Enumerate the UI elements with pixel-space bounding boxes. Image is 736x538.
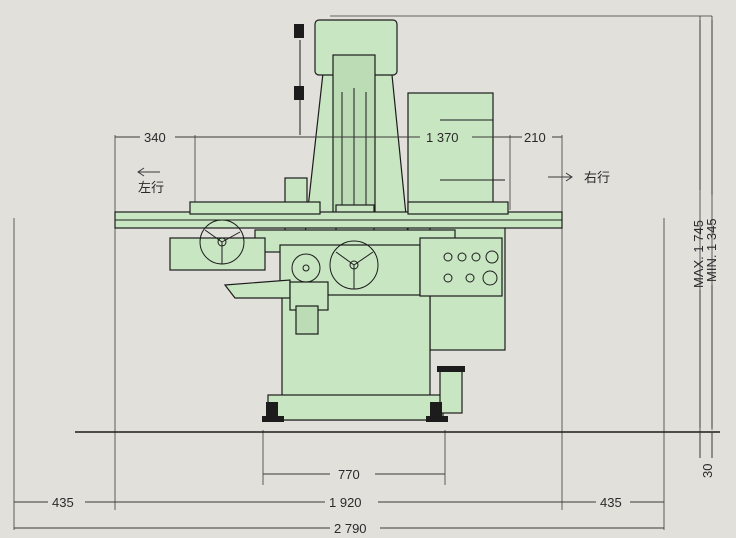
dim-left-stroke: 340 xyxy=(144,130,166,145)
machine-illustration xyxy=(114,19,563,422)
saddle-handwheel-icon xyxy=(291,253,321,283)
left-foot xyxy=(266,402,278,416)
dim-floor-depth: 30 xyxy=(700,464,715,478)
dimension-lines xyxy=(14,20,713,529)
dim-table-length: 1 920 xyxy=(329,495,362,510)
dim-overall-length: 2 790 xyxy=(334,521,367,536)
label-right-travel: 右行 xyxy=(584,171,610,186)
handwheels xyxy=(199,219,379,290)
dim-min-height: MIN. 1 345 xyxy=(704,218,719,282)
label-left-travel: 左行 xyxy=(138,181,164,196)
dimension-texts: 340 1 370 210 770 435 1 920 435 2 790 MA… xyxy=(52,130,719,536)
control-box xyxy=(419,237,503,297)
travel-arrows xyxy=(137,167,573,182)
dim-right-stroke: 210 xyxy=(524,130,546,145)
dim-table-travel: 1 370 xyxy=(426,130,459,145)
right-foot xyxy=(430,402,442,416)
dim-right-overhang: 435 xyxy=(600,495,622,510)
dim-max-height: MAX. 1 745 xyxy=(691,220,706,288)
dim-left-overhang: 435 xyxy=(52,495,74,510)
dim-column-base: 770 xyxy=(338,467,360,482)
